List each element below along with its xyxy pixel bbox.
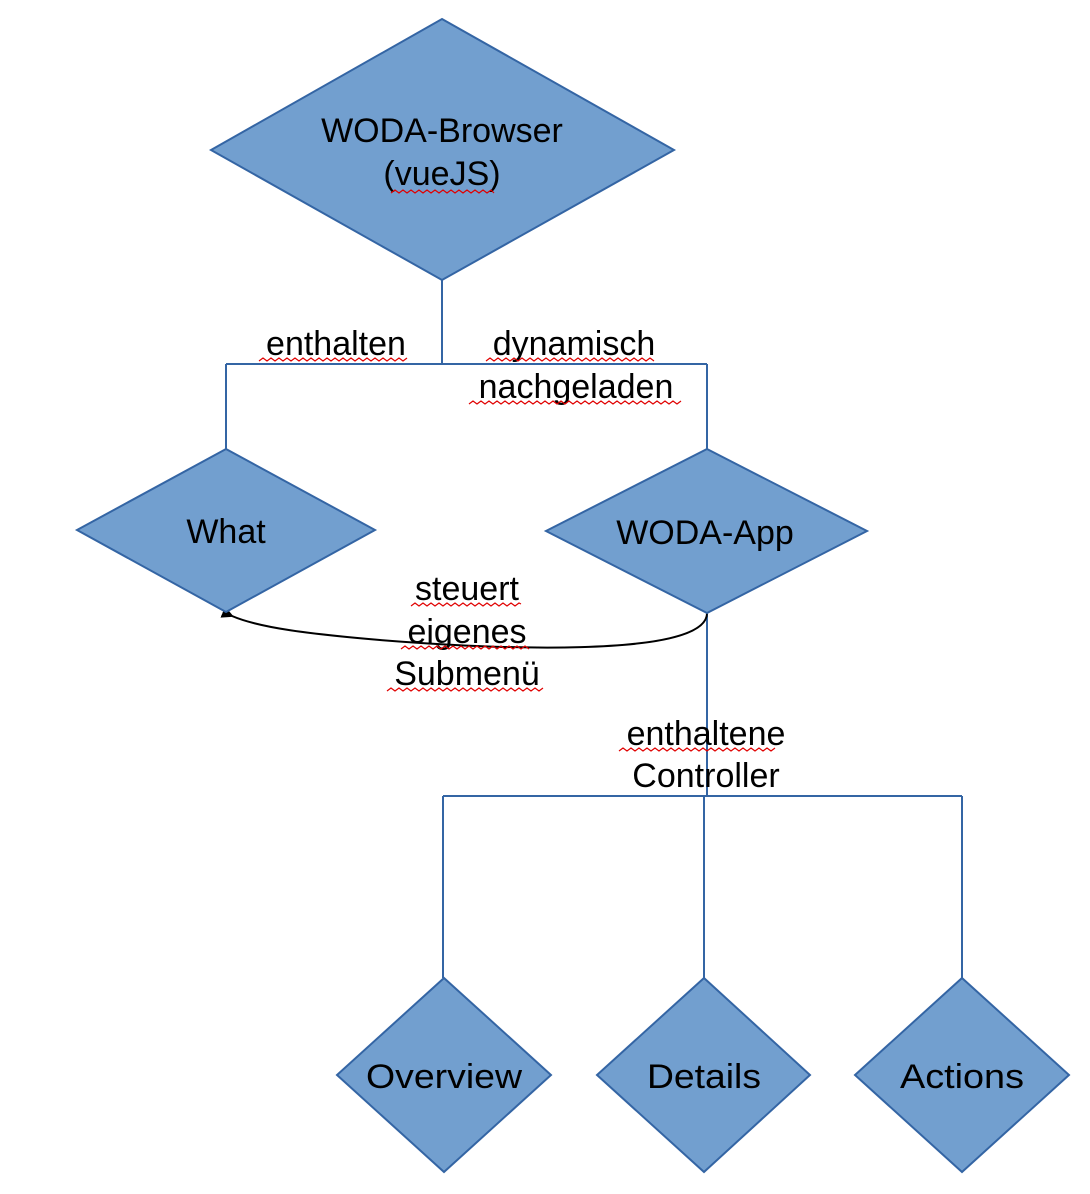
spellcheck-underline: [618, 747, 776, 752]
node-label: What: [186, 513, 266, 551]
edge-label-line1: dynamisch: [493, 325, 656, 363]
edge-label-line2: eigenes: [407, 613, 526, 651]
spellcheck-underline: [410, 602, 522, 607]
node-actions[interactable]: Actions: [853, 976, 1071, 1174]
node-label-line1: WODA-Browser: [321, 112, 563, 150]
edge-label-enthalten: enthalten: [258, 325, 408, 363]
edge-label-line3: Submenü: [394, 655, 540, 693]
node-what[interactable]: What: [74, 447, 378, 614]
edge-label-steuert-submenue: steuert eigenes Submenü: [386, 570, 544, 693]
spellcheck-underline: [485, 357, 655, 362]
spellcheck-underline: [390, 189, 495, 194]
diamond-shape: [543, 447, 870, 615]
spellcheck-underline: [468, 400, 682, 405]
spellcheck-underline: [258, 357, 408, 362]
edge-label-line2: nachgeladen: [479, 368, 674, 406]
node-woda-browser[interactable]: WODA-Browser (vueJS): [208, 17, 677, 282]
node-details[interactable]: Details: [595, 976, 812, 1174]
edge-label-line2: Controller: [632, 757, 779, 795]
arrow-app-to-what: [220, 606, 708, 649]
diamond-shape: [208, 17, 677, 282]
spellcheck-underline: [386, 687, 544, 692]
node-label: WODA-App: [616, 514, 794, 552]
diamond-shape: [595, 976, 812, 1174]
spellcheck-underline: [400, 645, 530, 650]
diamond-shape: [853, 976, 1071, 1174]
node-label: Actions: [900, 1058, 1024, 1096]
edge-label-line1: steuert: [415, 570, 519, 608]
edge-label-text: enthalten: [266, 325, 406, 363]
node-label: Details: [647, 1058, 761, 1096]
diamond-shape: [74, 447, 378, 614]
edge-label-dynamisch-nachgeladen: dynamisch nachgeladen: [468, 325, 682, 406]
node-label: Overview: [366, 1058, 522, 1096]
node-label-line2: (vueJS): [383, 155, 500, 193]
diamond-shape: [335, 976, 553, 1174]
edge-label-enthaltene-controller: enthaltene Controller: [618, 715, 786, 795]
edge-label-line1: enthaltene: [627, 715, 786, 753]
node-overview[interactable]: Overview: [335, 976, 553, 1174]
node-woda-app[interactable]: WODA-App: [543, 447, 870, 615]
